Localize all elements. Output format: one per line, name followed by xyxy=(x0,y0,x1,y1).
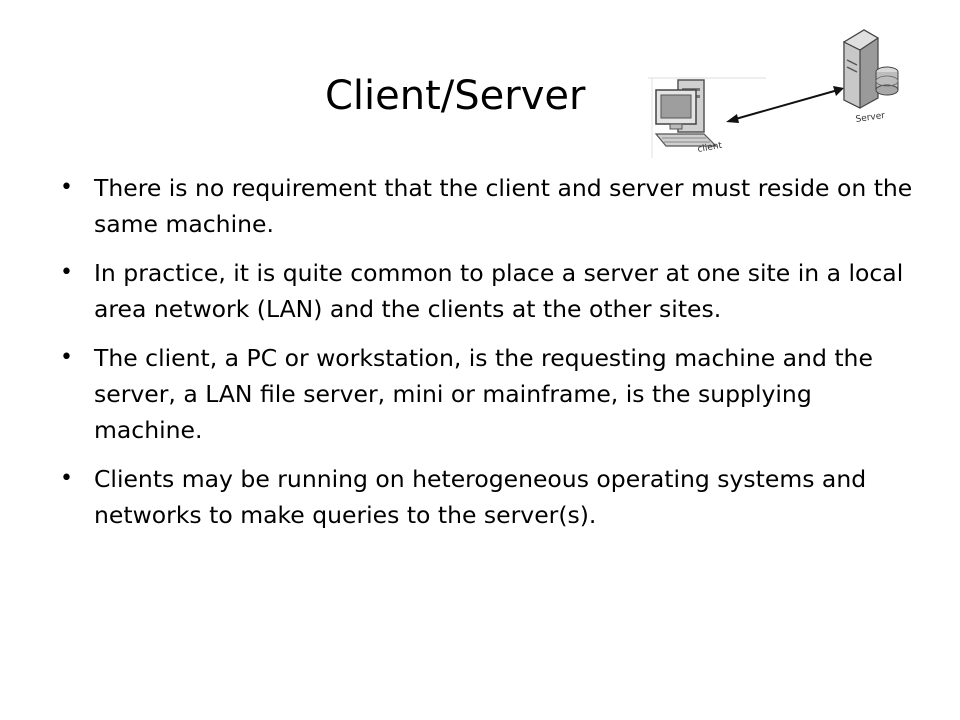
client-server-diagram: client Server xyxy=(648,29,899,158)
bullet-icon: • xyxy=(60,345,73,370)
slide-title: Client/Server xyxy=(325,73,586,119)
desktop-computer-icon xyxy=(654,79,718,147)
bullet-icon: • xyxy=(60,260,73,285)
server-label: Server xyxy=(855,111,886,125)
bullet-item: • Clients may be running on heterogeneou… xyxy=(60,461,920,533)
bullet-text: Clients may be running on heterogeneous … xyxy=(94,465,867,529)
bullet-icon: • xyxy=(60,175,73,200)
connection-arrow xyxy=(726,86,844,123)
bullet-text: There is no requirement that the client … xyxy=(94,174,913,238)
bullet-list: • There is no requirement that the clien… xyxy=(60,170,920,546)
client-label: client xyxy=(697,141,724,155)
bullet-item: • In practice, it is quite common to pla… xyxy=(60,255,920,327)
bullet-icon: • xyxy=(60,466,73,491)
bullet-text: In practice, it is quite common to place… xyxy=(94,259,904,323)
bullet-item: • The client, a PC or workstation, is th… xyxy=(60,340,920,448)
bullet-item: • There is no requirement that the clien… xyxy=(60,170,920,242)
bullet-text: The client, a PC or workstation, is the … xyxy=(94,344,873,444)
server-tower-icon xyxy=(842,29,899,109)
